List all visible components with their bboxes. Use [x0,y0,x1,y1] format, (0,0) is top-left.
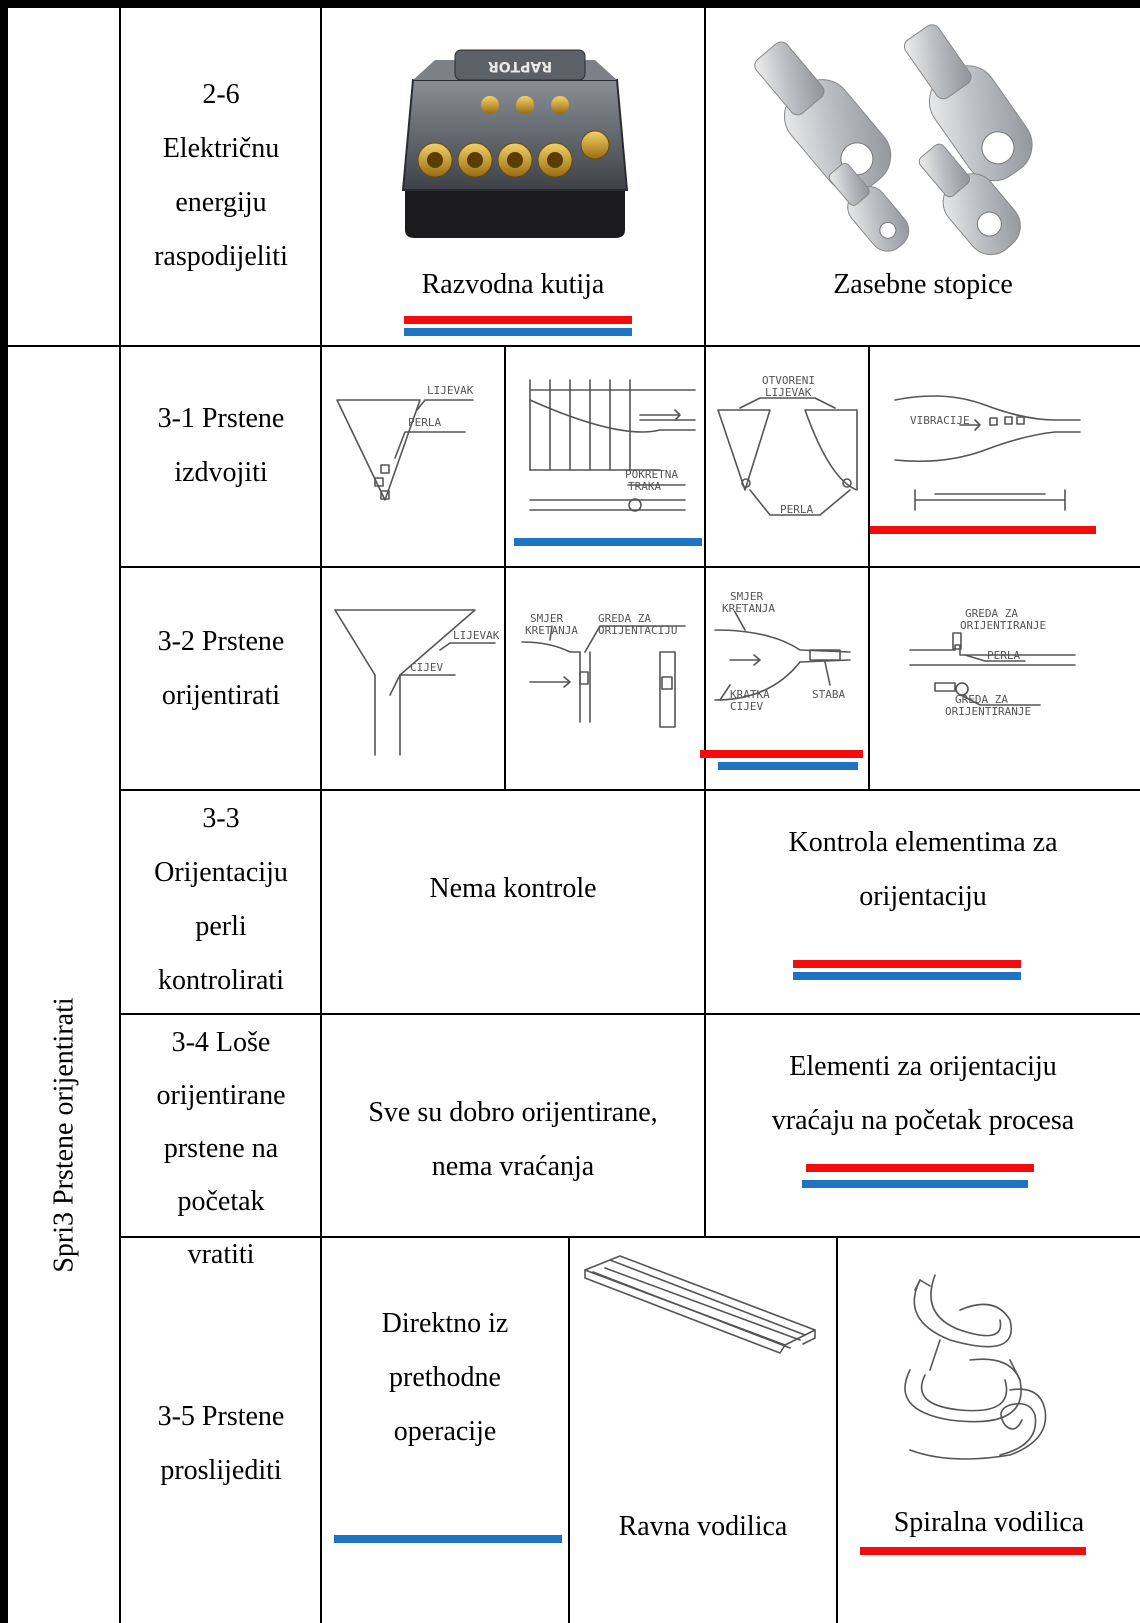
svg-text:ORIJENTIRANJE: ORIJENTIRANJE [945,705,1031,718]
selection-red-line [860,1547,1086,1555]
svg-text:KRETANJA: KRETANJA [722,602,775,615]
selection-red-line [870,526,1096,534]
sketch-funnel-tube: LIJEVAK CIJEV [334,609,500,756]
distribution-box-image: RAPTOR [401,49,629,238]
selection-blue-line [334,1535,562,1543]
svg-text:TRAKA: TRAKA [628,480,661,493]
flat-guide-image [584,1255,816,1354]
svg-text:GREDA ZA: GREDA ZA [955,693,1008,706]
svg-text:LIJEVAK: LIJEVAK [765,386,812,399]
svg-text:POKRETNA: POKRETNA [625,468,678,481]
svg-text:CIJEV: CIJEV [410,661,443,674]
svg-text:KRATKA: KRATKA [730,688,770,701]
col-divider [704,8,706,1236]
svg-text:GREDA ZA: GREDA ZA [598,612,651,625]
svg-text:SMJER: SMJER [530,612,563,625]
svg-text:SMJER: SMJER [730,590,763,603]
sketch-funnel-separation: LIJEVAK PERLA [336,384,474,501]
function-3-4: 3-4 Loše orijentirane prstene na početak… [156,1027,286,1270]
col-divider [504,345,506,789]
col-divider [836,1236,838,1623]
spiral-guide-image [904,1274,1047,1460]
sketch-orientation-beam: SMJER KRETANJA GREDA ZA ORIJENTACIJU [521,612,686,728]
side-label: Spri3 Prstene orijentirati [49,997,81,1273]
sketch-vibration-feed: VIBRACIJE [894,395,1081,511]
row-divider [120,1013,1140,1015]
svg-text:STABA: STABA [812,688,845,701]
function-3-3: 3-3 Orijentaciju perli kontrolirati [154,803,288,996]
svg-text:LIJEVAK: LIJEVAK [427,384,474,397]
cable-lugs-image [754,24,1033,256]
row-divider [120,789,1140,791]
svg-text:LIJEVAK: LIJEVAK [453,629,500,642]
selection-red-line [793,960,1021,968]
col-divider [568,1236,570,1623]
svg-text:GREDA ZA: GREDA ZA [965,607,1018,620]
function-3-1: 3-1 Prstene izdvojiti [157,403,285,488]
option-kontrola-elementima: Kontrola elementima za orijentaciju [788,827,1058,912]
col-divider [119,8,121,1623]
selection-blue-line [404,328,632,336]
row-divider [8,345,1140,347]
svg-text:KRETANJA: KRETANJA [525,624,578,637]
col-divider [320,8,322,1623]
selection-red-line [806,1164,1034,1172]
svg-text:PERLA: PERLA [987,649,1020,662]
svg-text:PERLA: PERLA [780,503,813,516]
function-2-6: 2-6 Električnu energiju raspodijeliti [154,79,288,272]
sketch-orientation-bars: GREDA ZA ORIJENTIRANJE PERLA GREDA ZA OR… [909,607,1076,718]
option-direktno: Direktno iz prethodne operacije [381,1308,509,1447]
selection-blue-line [793,972,1021,980]
option-nema-kontrole: Nema kontrole [429,873,597,904]
option-razvodna-kutija: Razvodna kutija [421,269,605,300]
option-elementi-vracaju: Elementi za orijentaciju vraćaju na poče… [771,1051,1075,1136]
selection-blue-line [802,1180,1028,1188]
row-divider [120,1236,1140,1238]
option-zasebne-stopice: Zasebne stopice [833,269,1013,300]
col-divider [868,345,870,789]
selection-red-line [700,750,863,758]
function-3-2: 3-2 Prstene orijentirati [157,626,285,711]
selection-blue-line [718,762,858,770]
svg-text:OTVORENI: OTVORENI [762,374,815,387]
sketch-moving-belt: POKRETNA TRAKA [529,379,696,512]
option-sve-dobro-orijentirane: Sve su dobro orijentirane, nema vraćanja [368,1097,658,1182]
svg-text:CIJEV: CIJEV [730,700,763,713]
brand-text: RAPTOR [488,58,552,74]
option-spiralna-vodilica: Spiralna vodilica [893,1507,1085,1538]
option-ravna-vodilica: Ravna vodilica [618,1511,788,1542]
svg-text:PERLA: PERLA [408,416,441,429]
svg-text:VIBRACIJE: VIBRACIJE [910,414,970,427]
function-3-5: 3-5 Prstene proslijediti [157,1401,285,1486]
selection-blue-line [514,538,702,546]
row-divider [120,566,1140,568]
selection-red-line [404,316,632,324]
sketch-short-tube-rod: SMJER KRETANJA KRATKA CIJEV STABA [714,590,851,713]
sketch-open-funnel: OTVORENI LIJEVAK PERLA [717,374,858,516]
svg-text:ORIJENTIRANJE: ORIJENTIRANJE [960,619,1046,632]
svg-text:ORIJENTACIJU: ORIJENTACIJU [598,624,677,637]
